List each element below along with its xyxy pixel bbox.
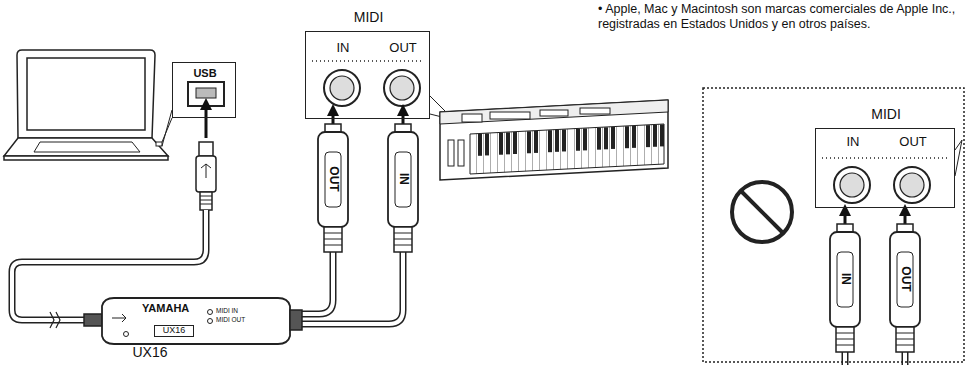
node-text: YAMAHA [142, 302, 212, 314]
keyboard [440, 100, 668, 180]
node-text: MIDI OUT [216, 316, 256, 323]
node-text: MIDI [816, 107, 956, 122]
plug-label: OUT [898, 266, 911, 291]
black-keys [478, 124, 664, 155]
node-text: IN [836, 135, 870, 149]
ux16-body [84, 298, 302, 344]
node-text: IN [326, 41, 360, 55]
usb-plug [196, 142, 216, 210]
plug-label: IN [396, 173, 409, 185]
node-text: OUT [893, 135, 933, 149]
prohibition-sign [732, 182, 792, 242]
node-text: USB [173, 67, 237, 79]
ux16-interface: YAMAHAMIDI INMIDI OUTUX16UX16 [100, 298, 290, 344]
midi-port-panel: MIDIINOUT [305, 31, 430, 119]
midi-jacks [822, 140, 962, 203]
node-text: MIDI IN [216, 307, 256, 314]
midi-port-panel: MIDIINOUT [815, 128, 955, 208]
midi-plug [318, 124, 418, 252]
node-text: UX16 [120, 345, 180, 360]
cable [12, 210, 905, 365]
node-text: UX16 [154, 325, 194, 337]
dotted-frame [703, 88, 964, 362]
node-text: MIDI [306, 10, 431, 25]
trademark-note: • Apple, Mac y Macintosh son marcas come… [598, 2, 964, 32]
midi-jacks [312, 61, 424, 106]
plug-label: OUT [326, 166, 339, 191]
laptop [4, 50, 168, 160]
insert-arrow [205, 104, 208, 138]
midi-plug [830, 224, 920, 352]
usb-port-callout: USB [172, 62, 236, 118]
node-text: OUT [383, 41, 423, 55]
leader-line [162, 110, 172, 146]
plug-label: IN [838, 273, 851, 285]
